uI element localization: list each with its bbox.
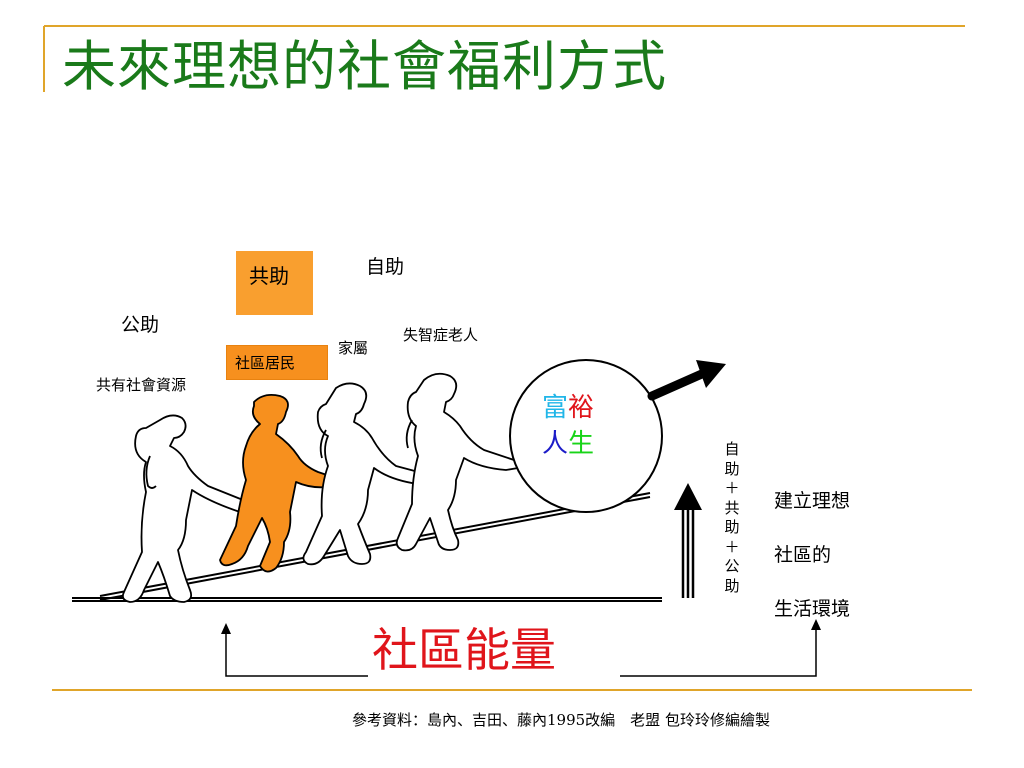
box-community-residents: 社區居民 [226,345,328,380]
figure-family [302,382,432,566]
right-text-line-1: 建立理想 [774,490,851,512]
life-text: 人生 [542,426,594,462]
energy-bracket [225,628,817,677]
label-shared-resources: 共有社會資源 [96,376,187,394]
vchar: 助 [724,518,740,536]
vchar: 自 [724,440,740,458]
rich-char-4: 生 [568,429,595,459]
energy-arrowheads [221,619,821,634]
vchar: 共 [724,498,740,517]
box-gongzhu: 共助 [236,251,313,315]
label-family: 家屬 [338,339,369,357]
rich-life-text: 富裕 [542,390,594,426]
vertical-arrow [674,483,702,598]
label-zizhu: 自助 [366,256,405,278]
figure-community-residents [219,393,338,573]
community-energy-label: 社區能量 [372,623,556,677]
rich-char-1: 富 [542,393,569,423]
rich-char-2: 裕 [568,393,595,423]
rich-char-3: 人 [542,429,569,459]
rich-life-ball [509,359,663,513]
vchar: 助 [724,576,740,595]
label-gongzhu: 共助 [249,264,289,288]
source-note: 參考資料：島內、吉田、藤內1995改編 老盟 包玲玲修編繪製 [352,711,770,729]
vchar: ＋ [724,537,740,556]
vchar: ＋ [724,479,740,497]
right-text-line-3: 生活環境 [774,598,851,620]
label-gongzhu-public: 公助 [121,314,160,336]
figure-dementia-elder [395,372,521,552]
slope-line [99,492,651,601]
right-text-line-2: 社區的 [774,544,832,566]
direction-arrow [647,360,726,401]
vchar: 助 [724,459,740,478]
vchar: 公 [724,557,740,575]
ground-line [72,597,662,602]
vertical-help-text: 自 助 ＋ 共 助 ＋ 公 助 [723,440,741,596]
figure-shared-resources [121,414,252,603]
label-community-residents: 社區居民 [235,354,296,372]
page-title: 未來理想的社會福利方式 [62,35,667,98]
label-dementia-elder: 失智症老人 [403,326,479,344]
